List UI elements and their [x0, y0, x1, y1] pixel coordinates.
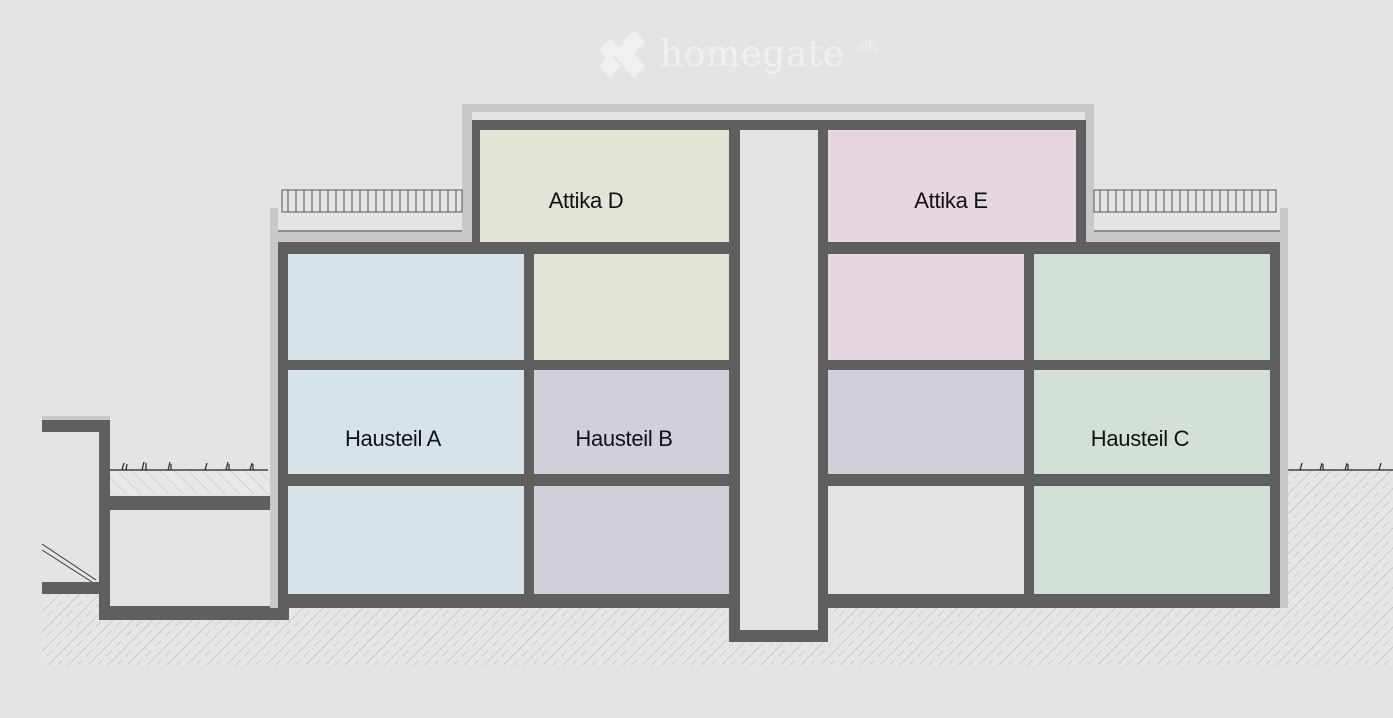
watermark-suffix: .ch: [854, 37, 878, 55]
grass-icon: [121, 461, 1382, 471]
homegate-watermark: homegate .ch: [598, 28, 877, 80]
label-attika-d: Attika D: [548, 188, 624, 213]
label-attika-e: Attika E: [914, 188, 988, 213]
label-hausteil-b: Hausteil B: [575, 426, 673, 451]
attika-d-fill: [480, 130, 730, 242]
hausteil-a-fill: [288, 254, 524, 594]
label-hausteil-c: Hausteil C: [1090, 426, 1190, 451]
attika-e-fill-lower: [828, 254, 1024, 360]
terrace-left: [278, 189, 463, 242]
watermark-brand: homegate: [660, 33, 845, 75]
structure: [270, 104, 1288, 642]
attika-e-fill: [828, 130, 1078, 242]
empty-room-fill: [828, 486, 1024, 594]
left-annex: [41, 416, 289, 620]
terrace-right: [1093, 189, 1280, 242]
homegate-x-logo-icon: [598, 30, 646, 78]
attika-d-fill-lower: [534, 254, 730, 360]
hausteil-c-fill: [1034, 254, 1270, 594]
hausteil-b-fill-right: [828, 370, 1024, 474]
label-hausteil-a: Hausteil A: [344, 426, 442, 451]
ground: [42, 469, 1393, 665]
unit-fills: [288, 130, 1270, 630]
stair-core: [740, 130, 818, 630]
